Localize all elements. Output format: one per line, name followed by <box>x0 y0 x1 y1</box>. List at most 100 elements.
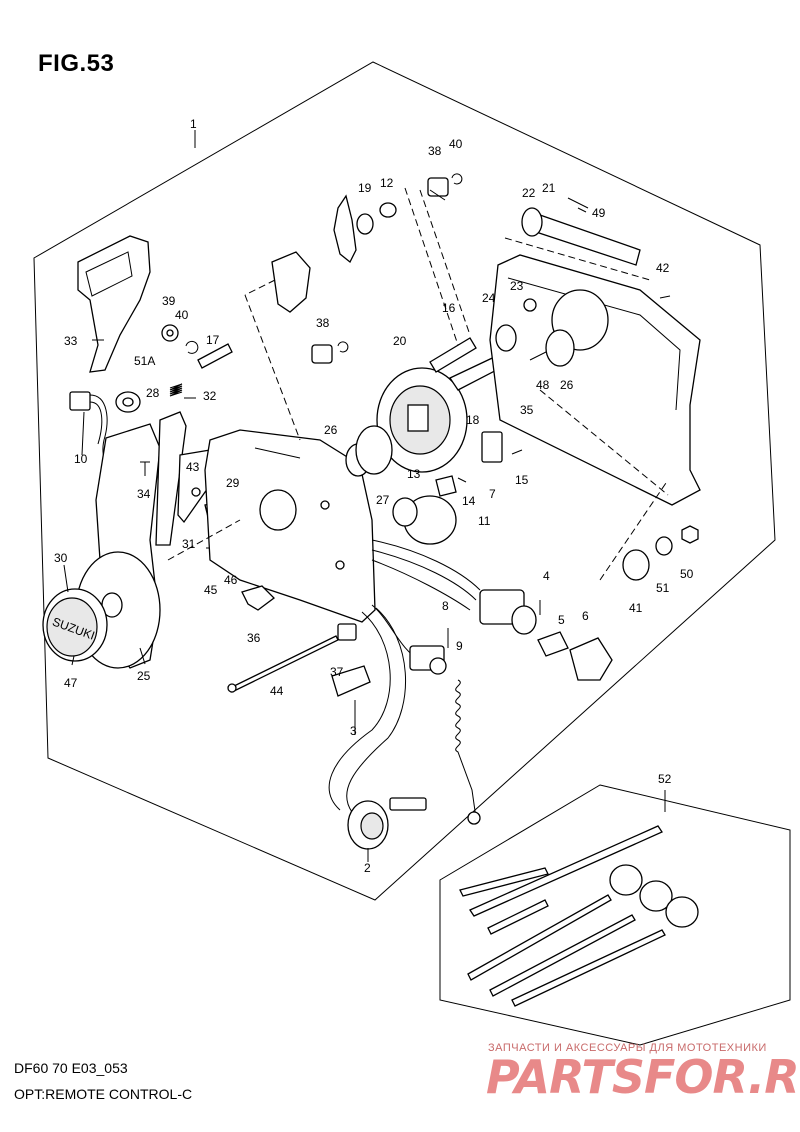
callout-22: 22 <box>522 186 536 200</box>
clip-40 <box>185 340 199 354</box>
plate-13 <box>435 475 457 497</box>
callout-6: 6 <box>582 609 589 623</box>
callout-15: 15 <box>515 473 529 487</box>
callout-46: 46 <box>224 573 238 587</box>
callout-5: 5 <box>558 613 565 627</box>
callout-26-right: 26 <box>560 378 574 392</box>
callout-38-upper: 38 <box>428 144 442 158</box>
assembly-boundary <box>33 61 776 901</box>
callout-8: 8 <box>442 599 449 613</box>
callout-labels: 1 2 3 4 5 6 7 8 9 10 11 12 13 14 15 16 1… <box>54 117 694 875</box>
callout-24: 24 <box>482 291 496 305</box>
callout-3: 3 <box>350 724 357 738</box>
callout-41: 41 <box>629 601 643 615</box>
callout-21: 21 <box>542 181 556 195</box>
callout-11: 11 <box>478 514 491 528</box>
callout-2: 2 <box>364 861 371 875</box>
callout-51: 51 <box>656 581 670 595</box>
callout-40-left: 40 <box>175 308 189 322</box>
callout-33: 33 <box>64 334 78 348</box>
kit-contents-52 <box>459 825 699 1007</box>
callout-38-lower: 38 <box>316 316 330 330</box>
bolt-42 <box>659 295 671 299</box>
part-24 <box>495 324 517 352</box>
callout-49: 49 <box>592 206 606 220</box>
bracket-upper-left <box>271 251 311 313</box>
callout-37: 37 <box>330 665 344 679</box>
callout-12: 12 <box>380 176 394 190</box>
grommet-3 <box>331 665 371 697</box>
bar-21 <box>528 214 641 266</box>
callout-9: 9 <box>456 639 463 653</box>
block-38-upper <box>427 177 449 197</box>
callout-36: 36 <box>247 631 261 645</box>
stop-switch-8 <box>409 645 447 675</box>
shaft-16 <box>429 337 477 373</box>
kit-boundary <box>439 784 791 1046</box>
callout-42: 42 <box>656 261 670 275</box>
switch-7 <box>481 431 503 463</box>
washer-51 <box>655 536 673 556</box>
key-switch-4 <box>479 589 537 635</box>
callout-18: 18 <box>466 413 480 427</box>
spring-32 <box>169 383 183 397</box>
callout-4: 4 <box>543 569 550 583</box>
screw-15 <box>511 449 523 455</box>
callout-23: 23 <box>510 279 524 293</box>
callout-1: 1 <box>190 117 197 131</box>
control-housing <box>204 429 376 623</box>
callout-31: 31 <box>182 537 196 551</box>
callout-35: 35 <box>520 403 534 417</box>
callout-20: 20 <box>393 334 407 348</box>
screw-43 <box>191 487 201 497</box>
ring-27 <box>355 425 393 475</box>
callout-27: 27 <box>376 493 390 507</box>
callout-17: 17 <box>206 333 220 347</box>
clip-37 <box>337 623 357 641</box>
callout-26-left: 26 <box>324 423 338 437</box>
emblem-cap-47: SUZUKI <box>42 588 108 662</box>
nut-50 <box>681 525 699 544</box>
plate-28 <box>155 411 187 546</box>
callout-25: 25 <box>137 669 151 683</box>
lanyard-9 <box>455 679 477 819</box>
key-5 <box>537 631 569 657</box>
callout-19: 19 <box>358 181 372 195</box>
callout-47: 47 <box>64 676 78 690</box>
screw-34 <box>140 461 150 476</box>
callout-29: 29 <box>226 476 240 490</box>
callout-34: 34 <box>137 487 151 501</box>
callout-13: 13 <box>407 467 421 481</box>
callout-16: 16 <box>442 301 456 315</box>
ring-19 <box>356 213 374 235</box>
figure-caption: OPT:REMOTE CONTROL-C <box>14 1086 193 1102</box>
ring-26-upper <box>545 329 575 367</box>
harness-10 <box>69 391 119 471</box>
pin-17 <box>197 343 233 369</box>
callout-45: 45 <box>204 583 218 597</box>
screw-49 <box>567 197 589 209</box>
callout-40-upper: 40 <box>449 137 463 151</box>
callout-52: 52 <box>658 772 672 786</box>
callout-7: 7 <box>489 487 496 501</box>
connector-2 <box>347 797 427 850</box>
callout-32: 32 <box>203 389 217 403</box>
cap-6 <box>569 637 613 681</box>
callout-10: 10 <box>74 452 88 466</box>
callout-30: 30 <box>54 551 68 565</box>
lever-19 <box>333 194 357 264</box>
clip-40-lower <box>337 341 349 353</box>
bracket-36 <box>241 585 275 611</box>
clip-40-upper <box>451 173 463 185</box>
handle-grip <box>77 235 151 373</box>
callout-39: 39 <box>162 294 176 308</box>
callout-50: 50 <box>680 567 694 581</box>
screw-14 <box>457 477 467 483</box>
spacer-41 <box>622 549 650 581</box>
watermark-logo: PARTSFOR.RU <box>486 1050 800 1104</box>
callout-44: 44 <box>270 684 284 698</box>
figure-title: FIG.53 <box>38 50 115 77</box>
callout-51a: 51A <box>134 354 155 368</box>
callout-14: 14 <box>462 494 476 508</box>
